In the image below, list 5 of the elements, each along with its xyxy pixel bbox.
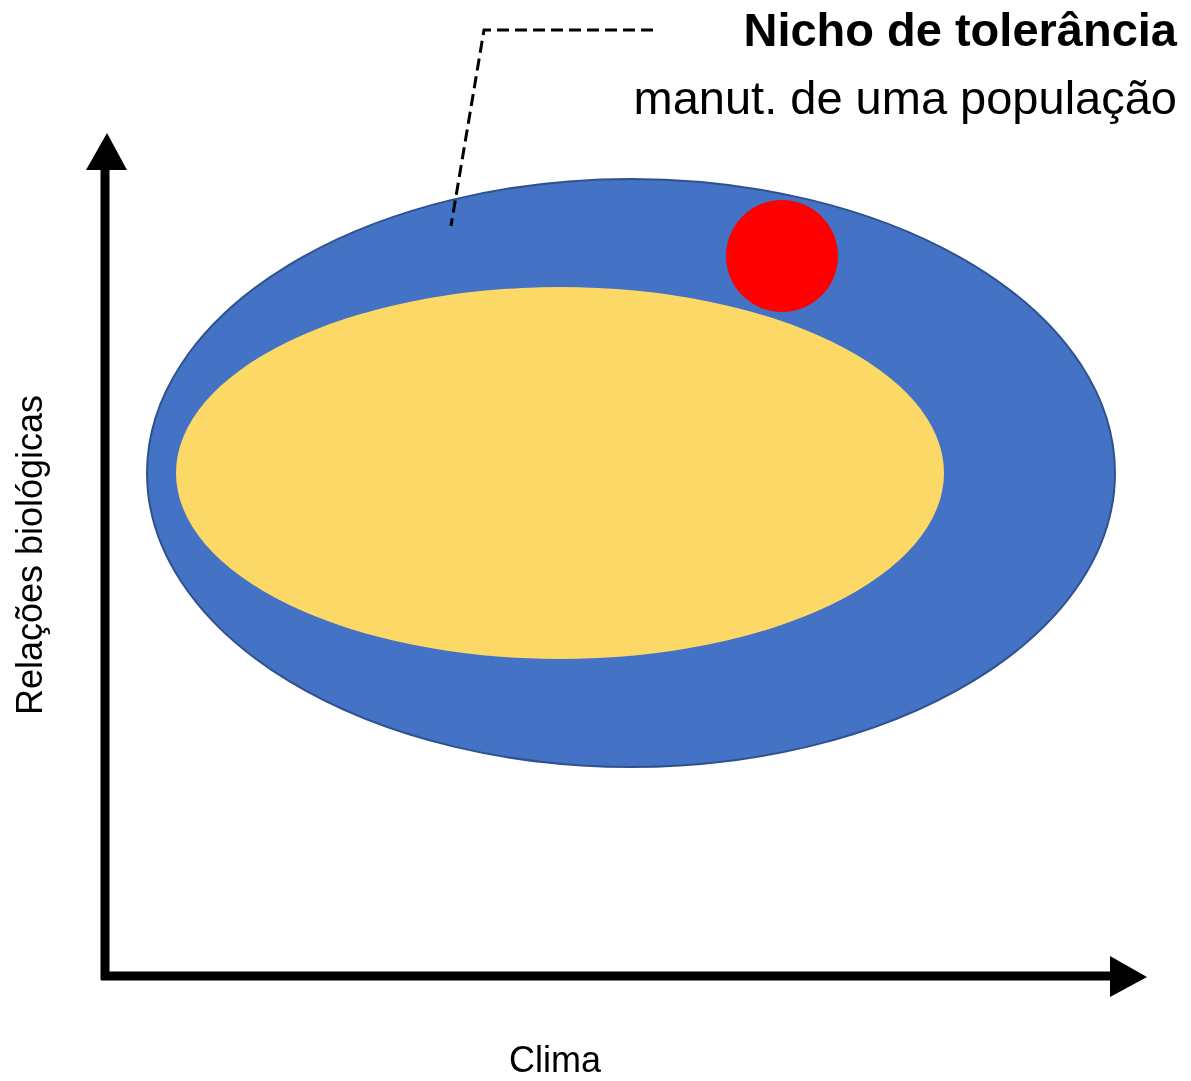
x-axis-label: Clima bbox=[509, 1039, 601, 1081]
leader-line bbox=[449, 28, 653, 227]
callout-heading: Nicho de tolerância bbox=[743, 2, 1177, 57]
callout-text: manut. de uma população bbox=[633, 70, 1177, 125]
y-axis-label: Relações biológicas bbox=[9, 394, 51, 716]
